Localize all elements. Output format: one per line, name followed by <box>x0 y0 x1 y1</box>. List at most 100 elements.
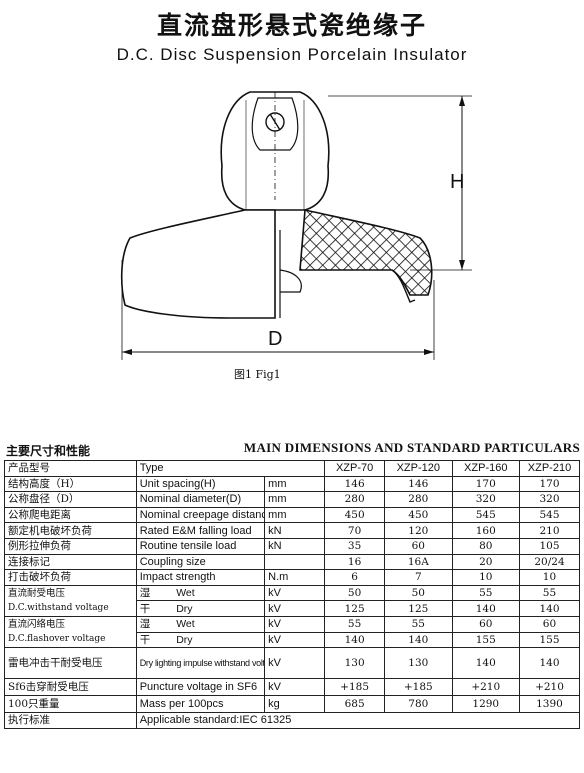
value-cell: 320 <box>451 491 520 508</box>
unit-cell: kV <box>264 615 326 633</box>
value-cell: +210 <box>518 678 581 697</box>
value-cell: 170 <box>518 475 581 493</box>
table-header-row: 产品型号 Type XZP-70 XZP-120 XZP-160 XZP-210 <box>4 460 581 477</box>
value-cell: 10 <box>451 569 520 586</box>
value-cell: 1390 <box>518 695 581 714</box>
param-cn: 例形拉伸负荷 <box>4 537 137 555</box>
wet-en: Wet <box>176 618 195 631</box>
value-cell: 450 <box>324 506 386 524</box>
unit-cell: mm <box>264 491 326 508</box>
unit-cell <box>264 553 326 571</box>
value-cell: 55 <box>384 615 453 633</box>
value-cell: +185 <box>384 678 453 697</box>
value-cell: 140 <box>451 600 520 617</box>
value-cell: 55 <box>451 584 520 602</box>
value-cell: 160 <box>451 522 520 539</box>
value-cell: 6 <box>324 569 386 586</box>
figure-caption: 图1 Fig1 <box>234 368 281 381</box>
unit-cell: mm <box>264 475 326 493</box>
param-cn: 公称盘径（D） <box>4 491 137 508</box>
condition-wet: 湿 Wet <box>135 615 266 633</box>
value-cell: 70 <box>324 522 386 539</box>
value-cell: 20 <box>451 553 520 571</box>
value-cell: 130 <box>384 647 453 680</box>
param-en: Nominal creepage distance <box>135 506 266 524</box>
unit-cell: kV <box>264 584 326 602</box>
wet-cn: 湿 <box>139 618 151 631</box>
unit-cell: kV <box>264 647 326 680</box>
value-cell: 140 <box>451 647 520 680</box>
value-cell: 55 <box>324 615 386 633</box>
param-cn: 结构高度（H） <box>4 475 137 493</box>
page-title: 直流盘形悬式瓷绝缘子 <box>156 11 427 40</box>
dimension-d <box>121 260 435 360</box>
value-cell: 545 <box>518 506 581 524</box>
cap-body <box>220 91 330 211</box>
param-cn: 打击破坏负荷 <box>4 569 137 586</box>
value-cell: 20/24 <box>518 553 581 571</box>
sf6-en: Puncture voltage in SF6 <box>135 678 266 697</box>
sf6-cn: Sf6击穿耐受电压 <box>4 678 137 697</box>
value-cell: 280 <box>384 491 453 508</box>
value-cell: 140 <box>518 600 581 617</box>
value-cell: 60 <box>451 615 520 633</box>
header-cn: 产品型号 <box>4 460 137 477</box>
param-en: Nominal diameter(D) <box>135 491 266 508</box>
standard-cn: 执行标准 <box>4 712 137 729</box>
value-cell: 545 <box>451 506 520 524</box>
param-en: Impact strength <box>135 569 266 586</box>
value-cell: +210 <box>451 678 520 697</box>
specifications-table: 产品型号 Type XZP-70 XZP-120 XZP-160 XZP-210… <box>4 460 581 729</box>
value-cell: 155 <box>518 631 581 649</box>
value-cell: 35 <box>324 537 386 555</box>
page-subtitle: D.C. Disc Suspension Porcelain Insulator <box>116 45 468 64</box>
standard-en: Applicable standard:IEC 61325 <box>135 712 581 729</box>
dry-en: Dry <box>176 633 193 646</box>
dry-cn: 干 <box>139 602 151 615</box>
value-cell: 16 <box>324 553 386 571</box>
dry-en: Dry <box>176 602 193 615</box>
value-cell: 60 <box>518 615 581 633</box>
withstand-en: D.C.withstand voltage <box>8 602 109 613</box>
param-cn: 公称爬电距离 <box>4 506 137 524</box>
value-cell: 780 <box>384 695 453 714</box>
unit-cell: kN <box>264 522 326 539</box>
unit-cell: kN <box>264 537 326 555</box>
impulse-cn: 雷电冲击干耐受电压 <box>4 647 137 680</box>
impulse-en: Dry lighting impulse withstand voltage <box>135 647 266 680</box>
param-en: Unit spacing(H) <box>135 475 266 493</box>
value-cell: 60 <box>384 537 453 555</box>
model-header: XZP-70 <box>324 460 386 477</box>
value-cell: 55 <box>518 584 581 602</box>
mass-en: Mass per 100pcs <box>135 695 266 714</box>
value-cell: 125 <box>384 600 453 617</box>
value-cell: 210 <box>518 522 581 539</box>
dry-cn: 干 <box>139 633 151 646</box>
param-en: Coupling size <box>135 553 266 571</box>
value-cell: 80 <box>451 537 520 555</box>
value-cell: 140 <box>324 631 386 649</box>
flashover-en: D.C.flashover voltage <box>8 634 106 645</box>
unit-cell: kV <box>264 678 326 697</box>
param-cn: 连接标记 <box>4 553 137 571</box>
wet-en: Wet <box>176 587 195 600</box>
value-cell: 10 <box>518 569 581 586</box>
condition-dry: 干 Dry <box>135 600 266 617</box>
withstand-cn: 直流耐受电压 <box>8 587 66 599</box>
unit-cell: kV <box>264 600 326 617</box>
withstand-label: 直流耐受电压 D.C.withstand voltage <box>4 584 137 617</box>
value-cell: 170 <box>451 475 520 493</box>
param-en: Rated E&M falling load <box>135 522 266 539</box>
